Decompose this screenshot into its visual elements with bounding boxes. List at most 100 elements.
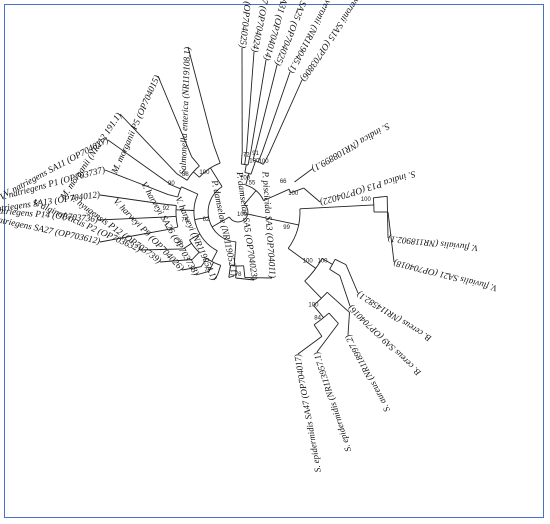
- branch-line: [373, 195, 388, 199]
- leaf-connector: [386, 196, 389, 239]
- leaf-labels: A. veronii SA1 (OP704025)A. veronii SA17…: [0, 0, 498, 473]
- leaf-label: P. damselae (NR119052.1): [209, 178, 239, 277]
- branch-arc: [287, 208, 301, 249]
- leaf-connector: [387, 211, 395, 263]
- bootstrap-value: 77: [204, 267, 211, 273]
- branch-line: [171, 184, 181, 190]
- branch-line: [191, 156, 200, 167]
- branch-line: [247, 151, 252, 166]
- branch-line: [244, 164, 247, 173]
- branch-line: [211, 216, 230, 228]
- branch-arc: [175, 205, 179, 228]
- branch-line: [299, 204, 374, 210]
- leaf-connector: [99, 228, 169, 243]
- branch-line: [212, 144, 221, 164]
- leaf-connector: [261, 71, 291, 153]
- branch-arc: [228, 203, 249, 223]
- branch-line: [194, 216, 209, 221]
- branch-line: [191, 251, 200, 260]
- bootstrap-value: 100: [317, 258, 328, 264]
- bootstrap-value: 76: [176, 240, 183, 246]
- branch-arc: [177, 186, 182, 198]
- branch-line: [328, 312, 339, 324]
- bootstrap-value: 84: [314, 316, 321, 322]
- bootstrap-value: 100: [308, 302, 319, 308]
- leaf-connector: [181, 266, 202, 271]
- branch-line: [233, 241, 237, 266]
- leaf-label: V. fluvialis (NR118902.1): [387, 234, 478, 253]
- branch-line: [326, 291, 350, 313]
- branch-line: [200, 258, 208, 267]
- branch-line: [252, 152, 256, 161]
- bootstrap-value: 100: [303, 258, 314, 264]
- leaf-label: V. fluvialis SA21 (OP704018): [393, 258, 499, 293]
- branch-arc: [230, 265, 244, 267]
- leaf-connector: [119, 113, 178, 175]
- bootstrap-value: 100: [259, 159, 270, 165]
- leaf-connector: [107, 139, 172, 186]
- figure-frame: [4, 4, 544, 518]
- leaf-connector: [254, 64, 278, 153]
- branch-line: [334, 258, 347, 266]
- leaf-label: P. piscicida SA3 (OP704011): [260, 170, 277, 278]
- branch-line: [166, 215, 177, 218]
- branch-line: [244, 150, 248, 165]
- branch-line: [166, 204, 177, 206]
- branch-line: [240, 152, 243, 165]
- branch-arc: [313, 312, 330, 326]
- bootstrap-value: 100: [361, 197, 372, 203]
- leaf-connector: [195, 270, 210, 276]
- bootstrap-value: 88: [182, 172, 189, 178]
- leaf-label: Salmonella enterica (NR119108.1): [178, 47, 192, 175]
- branch-line: [176, 173, 188, 181]
- branch-line: [321, 258, 333, 265]
- branch-line: [290, 187, 304, 194]
- bootstrap-value: 90: [168, 181, 175, 187]
- leaf-connector: [347, 312, 350, 336]
- branch-line: [245, 173, 250, 186]
- leaf-connector: [246, 51, 255, 151]
- bootstrap-value: 66: [280, 179, 287, 185]
- branch-line: [210, 167, 223, 187]
- branch-line: [247, 213, 299, 226]
- branch-line: [287, 248, 316, 269]
- branch-line: [167, 226, 178, 230]
- bootstrap-value: 92: [163, 206, 170, 212]
- bootstrap-value: 78: [235, 272, 242, 278]
- branch-line: [217, 265, 222, 275]
- bootstrap-value: 100: [249, 159, 260, 165]
- leaf-connector: [213, 274, 218, 281]
- bootstrap-value: 100: [237, 212, 248, 218]
- branch-line: [193, 171, 200, 178]
- leaf-label: S. indica (NR108899.1): [309, 120, 391, 174]
- branch-line: [211, 250, 218, 262]
- branch-line: [257, 152, 263, 163]
- branch-arc: [207, 186, 236, 243]
- leaf-connector: [316, 323, 339, 353]
- bootstrap-value: 62: [203, 217, 210, 223]
- leaf-connector: [157, 75, 193, 157]
- bootstrap-value: 100: [240, 176, 251, 182]
- leaf-connector: [345, 264, 359, 294]
- leaf-connector: [297, 336, 323, 355]
- branch-arc: [186, 165, 200, 181]
- branch-line: [228, 265, 231, 278]
- branch-arc: [199, 162, 221, 178]
- bootstrap-value: 75: [181, 218, 188, 224]
- branch-line: [167, 194, 178, 198]
- branch-line: [329, 268, 341, 276]
- branch-line: [244, 190, 257, 205]
- branch-line: [183, 242, 192, 250]
- branch-line: [243, 265, 246, 278]
- bootstrap-value: 91: [252, 151, 259, 157]
- leaf-connector: [303, 187, 321, 203]
- leaf-connector: [339, 275, 351, 307]
- leaf-connector: [99, 194, 167, 205]
- branch-line: [208, 262, 214, 272]
- branch-arc: [193, 193, 218, 252]
- leaf-connector: [159, 259, 193, 263]
- branch-line: [313, 324, 323, 337]
- leaf-connector: [97, 216, 167, 221]
